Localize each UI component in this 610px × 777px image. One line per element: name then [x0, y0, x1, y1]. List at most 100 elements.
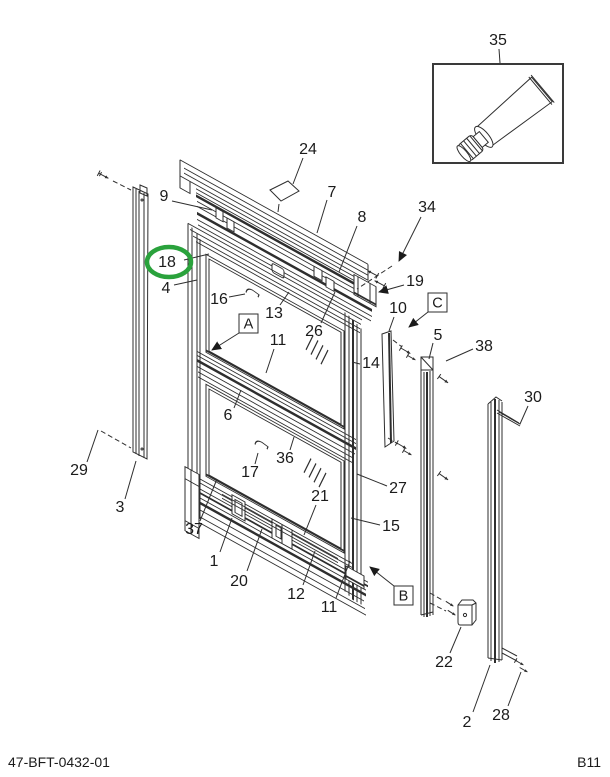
latch-block-22 — [457, 599, 477, 626]
screw-icon — [519, 667, 528, 673]
view-letter-B: B — [399, 589, 409, 605]
leader-17 — [254, 452, 259, 465]
bottom-sill-assembly — [184, 465, 368, 616]
leader-2 — [472, 664, 491, 713]
callout-16: 16 — [210, 291, 228, 308]
leader-21 — [303, 504, 317, 536]
leader-35 — [498, 48, 501, 64]
leader-38 — [445, 348, 474, 362]
callout-7: 7 — [328, 184, 337, 201]
leader-27 — [356, 473, 388, 487]
callout-5: 5 — [434, 327, 443, 344]
callout-24: 24 — [299, 141, 317, 158]
leader-37 — [199, 478, 218, 522]
leader-30 — [498, 405, 529, 425]
callout-19: 19 — [406, 273, 424, 290]
highlight-circle-18: 18 — [144, 244, 194, 280]
callout-10: 10 — [389, 300, 407, 317]
leader-18 — [183, 253, 210, 261]
screw-icon — [401, 447, 412, 456]
leader-13 — [279, 291, 290, 306]
leader-10 — [388, 316, 395, 332]
label-plate — [269, 180, 300, 213]
center-rail-band — [197, 350, 356, 464]
leader-22 — [449, 626, 462, 654]
window-assembly — [179, 159, 377, 616]
callout-35: 35 — [489, 32, 507, 49]
screw-icon — [513, 657, 524, 666]
callout-38: 38 — [475, 338, 493, 355]
screw-icon — [436, 373, 449, 384]
callout-20: 20 — [230, 573, 248, 590]
callout-12: 12 — [287, 586, 305, 603]
screw-icon — [447, 609, 456, 616]
screw-icon — [436, 470, 449, 481]
screw-icon — [445, 600, 454, 607]
page-code: B11 — [577, 754, 601, 770]
callout-labels: 35 24 9 7 8 34 19 4 16 13 26 11 14 10 5 … — [70, 32, 542, 731]
callout-17: 17 — [241, 464, 259, 481]
callout-6: 6 — [224, 407, 233, 424]
leader-29 — [86, 429, 99, 463]
leader-14 — [351, 361, 361, 365]
top-rail — [179, 159, 369, 281]
screw-icon — [394, 440, 407, 449]
leader-20 — [246, 528, 263, 572]
leader-36 — [289, 436, 295, 451]
callout-9: 9 — [160, 188, 169, 205]
glass-run-strip-10 — [381, 330, 416, 456]
callout-11-lower: 11 — [321, 599, 338, 616]
upper-glass-pane — [205, 253, 345, 430]
leader-8 — [338, 225, 358, 273]
leader-16 — [228, 293, 246, 298]
callout-14: 14 — [362, 355, 380, 372]
callout-4: 4 — [162, 280, 171, 297]
callout-36: 36 — [276, 450, 294, 467]
callout-37: 37 — [185, 521, 203, 538]
leader-15 — [350, 517, 381, 526]
view-ref-C: C — [408, 292, 448, 328]
view-letter-A: A — [244, 317, 254, 333]
view-ref-A: A — [211, 313, 259, 351]
leader-11-lower — [335, 560, 351, 599]
callout-30: 30 — [524, 389, 542, 406]
leader-6 — [233, 389, 242, 409]
sealant-tube-box — [432, 63, 564, 164]
leader-19-arrow — [378, 284, 405, 294]
callout-1: 1 — [210, 553, 219, 570]
leader-12 — [302, 550, 316, 586]
right-pillar-strip-2 — [487, 396, 528, 673]
callout-18: 18 — [158, 254, 176, 271]
leader-9 — [171, 200, 213, 211]
screw-icon — [367, 270, 380, 279]
glass-hatch-lower — [303, 458, 327, 488]
callout-34: 34 — [418, 199, 436, 216]
leader-11-upper — [265, 348, 275, 374]
green-highlight-ellipse — [144, 244, 194, 280]
leader-lines — [86, 48, 529, 713]
leader-26 — [320, 291, 336, 324]
leader-29-dash — [100, 430, 132, 449]
lower-glass-pane — [205, 383, 345, 554]
callout-13: 13 — [265, 305, 283, 322]
drawing-number: 47-BFT-0432-01 — [8, 754, 110, 770]
leader-28 — [507, 671, 522, 707]
leader-5 — [428, 342, 434, 360]
callout-15: 15 — [382, 518, 400, 535]
screw-icon — [398, 345, 411, 354]
division-channel-strip-5 — [420, 356, 456, 617]
glass-hatch-upper — [305, 335, 329, 365]
view-A-arrow — [211, 332, 240, 351]
left-seal-strip — [96, 170, 149, 460]
screw-icon — [405, 352, 416, 361]
callout-27: 27 — [389, 480, 407, 497]
callout-11-upper: 11 — [270, 332, 287, 349]
upper-rail-band — [196, 188, 377, 322]
sealant-tube-icon — [456, 74, 555, 163]
leader-3 — [124, 460, 137, 500]
view-letter-C: C — [432, 296, 442, 312]
leader-4 — [173, 279, 198, 286]
leader-29-dash-top — [112, 180, 132, 191]
leader-24 — [292, 157, 304, 185]
